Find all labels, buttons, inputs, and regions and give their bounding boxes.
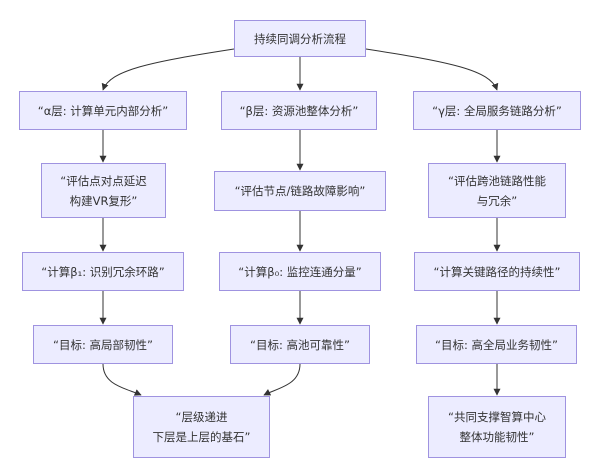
node-beta-eval-label: “评估节点/链路故障影响” — [234, 184, 366, 198]
node-beta-layer[interactable]: “β层: 资源池整体分析” — [221, 91, 377, 130]
node-gamma-eval-label: “评估跨池链路性能 与冗余” — [448, 173, 546, 208]
node-alpha-goal[interactable]: “目标: 高局部韧性” — [33, 325, 173, 364]
node-gamma-layer[interactable]: “γ层: 全局服务链路分析” — [413, 91, 581, 130]
node-root-label: 持续同调分析流程 — [254, 31, 346, 46]
node-alpha-compute-label: “计算β₁: 识别冗余环路” — [41, 264, 165, 279]
node-alpha-layer[interactable]: “α层: 计算单元内部分析” — [19, 91, 187, 130]
node-beta-compute-label: “计算β₀: 监控连通分量” — [238, 264, 362, 279]
node-gamma-goal[interactable]: “目标: 高全局业务韧性” — [416, 325, 577, 364]
node-hierarchy[interactable]: “层级递进 下层是上层的基石” — [133, 396, 270, 458]
node-alpha-layer-label: “α层: 计算单元内部分析” — [37, 103, 169, 118]
node-gamma-layer-label: “γ层: 全局服务链路分析” — [432, 103, 562, 118]
edge-root-gamma — [365, 48, 499, 91]
node-beta-layer-label: “β层: 资源池整体分析” — [239, 103, 359, 118]
node-beta-goal[interactable]: “目标: 高池可靠性” — [230, 325, 370, 364]
node-beta-compute[interactable]: “计算β₀: 监控连通分量” — [219, 252, 381, 291]
node-alpha-compute[interactable]: “计算β₁: 识别冗余环路” — [22, 252, 184, 291]
edge-root-alpha — [101, 48, 235, 91]
node-overall[interactable]: “共同支撑智算中心 整体功能韧性” — [428, 396, 566, 458]
node-root[interactable]: 持续同调分析流程 — [234, 20, 366, 57]
node-beta-goal-label: “目标: 高池可靠性” — [250, 337, 350, 352]
node-beta-eval[interactable]: “评估节点/链路故障影响” — [214, 171, 386, 211]
node-gamma-eval[interactable]: “评估跨池链路性能 与冗余” — [428, 163, 566, 218]
node-gamma-compute[interactable]: “计算关键路径的持续性” — [414, 252, 580, 291]
node-hierarchy-label: “层级递进 下层是上层的基石” — [152, 410, 251, 444]
node-alpha-goal-label: “目标: 高局部韧性” — [53, 337, 153, 352]
node-gamma-compute-label: “计算关键路径的持续性” — [433, 264, 561, 279]
node-alpha-eval[interactable]: “评估点对点延迟 构建VR复形” — [41, 163, 166, 218]
edge-alpha-goal-hierarchy — [102, 363, 142, 396]
node-alpha-eval-label: “评估点对点延迟 构建VR复形” — [60, 173, 147, 208]
edge-beta-goal-hierarchy — [263, 363, 301, 396]
node-gamma-goal-label: “目标: 高全局业务韧性” — [435, 337, 558, 352]
node-overall-label: “共同支撑智算中心 整体功能韧性” — [448, 410, 546, 444]
